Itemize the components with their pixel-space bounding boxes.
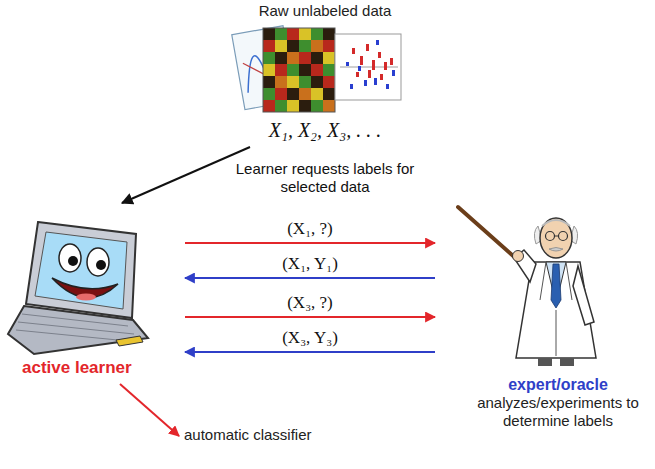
eye xyxy=(87,248,109,276)
mustache xyxy=(549,248,563,252)
pupil xyxy=(96,260,106,270)
request-note: Learner requests labels for selected dat… xyxy=(232,160,418,196)
data-request-arrow xyxy=(122,147,250,203)
lowered-arm xyxy=(573,266,594,325)
necktie xyxy=(551,264,561,308)
output-arrow xyxy=(120,384,179,436)
edge-label: (X₃, Y₃) xyxy=(279,328,341,348)
node-heading: automatic classifier xyxy=(184,426,312,444)
heatmap-cells xyxy=(263,28,335,112)
disk-slot xyxy=(116,336,143,346)
query-arrow xyxy=(185,316,435,318)
query-arrow xyxy=(185,242,435,244)
heatmap xyxy=(263,28,335,112)
plot-frame xyxy=(335,34,401,100)
data-source: Raw unlabeled dataX₁, X₂, X₃, . . . xyxy=(225,2,425,144)
laptop-screen xyxy=(26,222,136,318)
learner-node: active learner xyxy=(10,205,180,380)
laptop-base xyxy=(8,306,148,354)
classifier-node: automatic classifier xyxy=(184,426,312,446)
laptop-figure xyxy=(8,222,148,354)
node-heading: expert/oracle xyxy=(508,375,608,394)
answer-arrow xyxy=(185,351,435,353)
edge-label: (X₁, ?) xyxy=(284,219,336,239)
oracle-node: expert/oracleanalyzes/experiments to det… xyxy=(440,200,652,432)
pointer-stick xyxy=(458,207,520,262)
glasses xyxy=(546,232,555,241)
heatmap-cells xyxy=(263,28,335,112)
heatmap-frame xyxy=(263,28,335,112)
data-sequence: X₁, X₂, X₃, . . . xyxy=(269,118,382,142)
heatmap-cells xyxy=(263,28,335,112)
professor-figure xyxy=(458,207,596,366)
scatter-plot xyxy=(335,34,401,100)
scatter-points xyxy=(346,40,395,89)
data-thumbnails xyxy=(232,26,401,112)
heatmap-cells xyxy=(275,40,335,112)
node-heading: active learner xyxy=(22,358,132,378)
node-heading: Raw unlabeled data xyxy=(259,2,392,20)
heatmap-cells xyxy=(263,28,335,112)
screen-glass xyxy=(35,232,127,309)
tongue xyxy=(76,294,96,301)
edge-label: (X₃, ?) xyxy=(284,293,336,313)
pupil xyxy=(68,256,78,266)
hair xyxy=(542,220,570,226)
glasses xyxy=(555,236,559,237)
node-body: analyzes/experiments to determine labels xyxy=(477,394,639,430)
eye xyxy=(59,244,81,272)
coat-lines xyxy=(540,262,572,356)
keyboard-rows xyxy=(16,314,138,342)
edge-label: (X₁, Y₁) xyxy=(279,254,341,274)
hand xyxy=(513,251,524,262)
scatter-points xyxy=(352,44,393,80)
trousers xyxy=(560,358,574,366)
head xyxy=(540,218,572,258)
trousers xyxy=(538,358,552,366)
edge-group xyxy=(120,147,435,436)
plot-axis xyxy=(340,67,398,68)
answer-arrow xyxy=(185,277,435,279)
glasses xyxy=(559,232,568,241)
